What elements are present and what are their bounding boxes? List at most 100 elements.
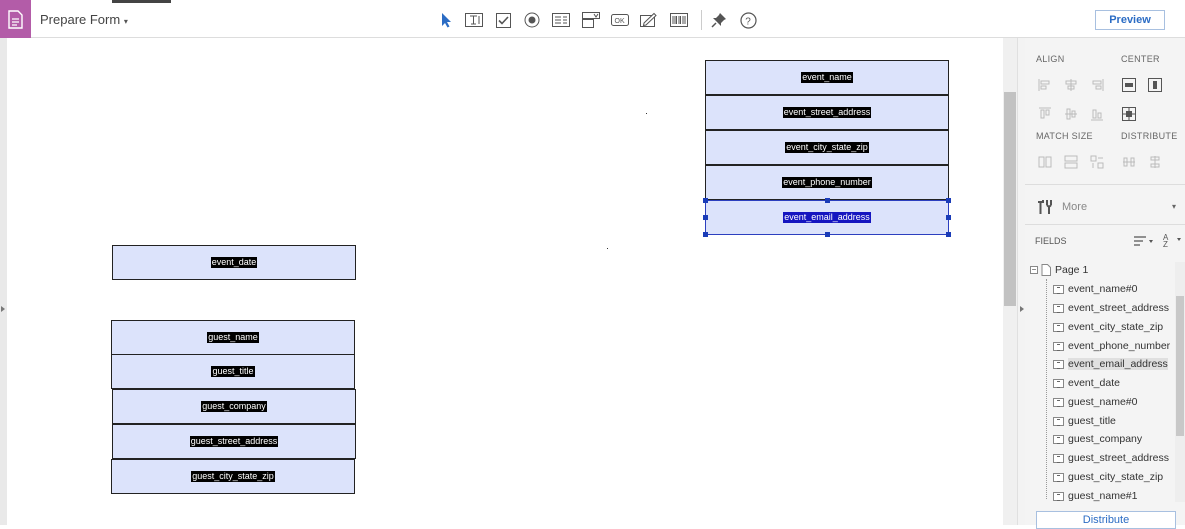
right-panel-toggle[interactable] xyxy=(1017,38,1025,525)
tree-item-label: event_date xyxy=(1068,377,1120,389)
more-label[interactable]: More xyxy=(1062,201,1088,213)
text-field-icon xyxy=(1053,378,1064,388)
canvas-vertical-scrollbar[interactable] xyxy=(1003,38,1017,525)
tree-item[interactable]: guest_company xyxy=(1053,430,1142,448)
resize-handle[interactable] xyxy=(946,198,951,203)
align-bottom-icon[interactable] xyxy=(1090,107,1104,121)
match-height-icon[interactable] xyxy=(1064,155,1078,169)
tree-item-label: guest_title xyxy=(1068,415,1116,427)
form-field-guest-city-state-zip[interactable]: guest_city_state_zip xyxy=(111,459,355,494)
form-field-event-date[interactable]: event_date xyxy=(112,245,356,280)
field-label: guest_company xyxy=(201,401,267,412)
document-icon xyxy=(8,10,23,29)
field-label: guest_city_state_zip xyxy=(191,471,275,482)
scrollbar-thumb[interactable] xyxy=(1004,92,1016,306)
tree-item[interactable]: event_city_state_zip xyxy=(1053,318,1163,336)
tree-item[interactable]: guest_name#1 xyxy=(1053,487,1137,505)
tree-item-selected[interactable]: event_email_address xyxy=(1053,355,1168,373)
list-box-icon[interactable] xyxy=(552,11,570,29)
barcode-icon[interactable] xyxy=(670,11,688,29)
chevron-down-icon[interactable]: ▾ xyxy=(1172,202,1177,211)
svg-text:OK: OK xyxy=(615,18,625,25)
page-artifact-dot xyxy=(646,113,647,114)
checkbox-icon[interactable] xyxy=(494,11,512,29)
tool-title: Prepare Form xyxy=(40,12,121,27)
tree-item[interactable]: event_phone_number xyxy=(1053,337,1170,355)
tree-item[interactable]: guest_street_address xyxy=(1053,449,1169,467)
form-field-event-email-address[interactable]: event_email_address xyxy=(705,200,949,235)
form-field-event-city-state-zip[interactable]: event_city_state_zip xyxy=(705,130,949,165)
align-left-icon[interactable] xyxy=(1038,78,1052,92)
resize-handle[interactable] xyxy=(825,232,830,237)
svg-text:?: ? xyxy=(745,16,751,27)
align-middle-icon[interactable] xyxy=(1064,107,1078,121)
tree-item[interactable]: guest_title xyxy=(1053,412,1116,430)
toolbar-separator xyxy=(701,10,702,30)
tree-item-label: event_phone_number xyxy=(1068,340,1171,352)
tree-item-label: event_name#0 xyxy=(1068,283,1138,295)
tree-item[interactable]: event_street_address xyxy=(1053,299,1169,317)
left-panel-toggle[interactable] xyxy=(0,38,7,525)
text-field-icon xyxy=(1053,341,1064,351)
distribute-horizontal-icon[interactable] xyxy=(1122,155,1136,169)
form-field-event-phone-number[interactable]: event_phone_number xyxy=(705,165,949,200)
field-label: event_phone_number xyxy=(782,177,872,188)
tree-item[interactable]: event_name#0 xyxy=(1053,280,1137,298)
form-field-guest-company[interactable]: guest_company xyxy=(112,389,356,424)
distribute-button[interactable]: Distribute xyxy=(1036,511,1176,529)
form-field-event-street-address[interactable]: event_street_address xyxy=(705,95,949,130)
align-top-icon[interactable] xyxy=(1038,107,1052,121)
resize-handle[interactable] xyxy=(703,232,708,237)
scrollbar-thumb[interactable] xyxy=(1176,296,1184,436)
tree-item[interactable]: guest_name#0 xyxy=(1053,393,1137,411)
tree-item[interactable]: guest_city_state_zip xyxy=(1053,468,1163,486)
center-vertical-icon[interactable] xyxy=(1148,78,1162,92)
match-both-icon[interactable] xyxy=(1090,155,1104,169)
fields-label: FIELDS xyxy=(1035,236,1067,246)
text-field-icon xyxy=(1053,322,1064,332)
distribute-vertical-icon[interactable] xyxy=(1148,155,1162,169)
field-label: event_street_address xyxy=(782,107,872,118)
sort-list-icon[interactable] xyxy=(1133,234,1155,248)
form-field-guest-name[interactable]: guest_name xyxy=(111,320,355,355)
center-horizontal-icon[interactable] xyxy=(1122,78,1136,92)
resize-handle[interactable] xyxy=(703,215,708,220)
tree-root-page[interactable]: − Page 1 xyxy=(1030,261,1088,279)
align-label: ALIGN xyxy=(1036,54,1065,64)
fields-list-scrollbar[interactable] xyxy=(1175,262,1185,502)
button-icon[interactable]: OK xyxy=(611,11,629,29)
form-field-guest-title[interactable]: guest_title xyxy=(111,354,355,389)
collapse-icon[interactable]: − xyxy=(1030,265,1038,274)
align-center-horizontal-icon[interactable] xyxy=(1064,78,1078,92)
svg-text:Z: Z xyxy=(1163,240,1168,248)
signature-icon[interactable] xyxy=(640,11,658,29)
align-right-icon[interactable] xyxy=(1090,78,1104,92)
match-size-label: MATCH SIZE xyxy=(1036,131,1093,141)
radio-button-icon[interactable] xyxy=(523,11,541,29)
field-label: guest_street_address xyxy=(189,436,279,447)
text-field-icon[interactable] xyxy=(465,11,483,29)
dropdown-icon[interactable] xyxy=(582,11,600,29)
preview-button[interactable]: Preview xyxy=(1095,10,1165,30)
text-field-icon xyxy=(1053,434,1064,444)
tree-root-label: Page 1 xyxy=(1055,264,1089,276)
pin-icon[interactable] xyxy=(710,11,728,29)
tool-title-dropdown[interactable]: Prepare Form ▾ xyxy=(40,12,128,27)
tools-wrench-icon[interactable] xyxy=(1037,199,1055,215)
resize-handle[interactable] xyxy=(703,198,708,203)
select-cursor-icon[interactable] xyxy=(437,11,455,29)
form-field-guest-street-address[interactable]: guest_street_address xyxy=(112,424,356,459)
field-label: event_date xyxy=(210,257,258,268)
form-field-event-name[interactable]: event_name xyxy=(705,60,949,95)
prepare-form-tool-icon[interactable] xyxy=(0,0,171,38)
resize-handle[interactable] xyxy=(946,215,951,220)
resize-handle[interactable] xyxy=(825,198,830,203)
text-field-icon xyxy=(1053,397,1064,407)
resize-handle[interactable] xyxy=(946,232,951,237)
distribute-label: DISTRIBUTE xyxy=(1121,131,1178,141)
match-width-icon[interactable] xyxy=(1038,155,1052,169)
center-both-icon[interactable] xyxy=(1122,107,1136,121)
help-icon[interactable]: ? xyxy=(739,11,757,29)
tree-item[interactable]: event_date xyxy=(1053,374,1120,392)
